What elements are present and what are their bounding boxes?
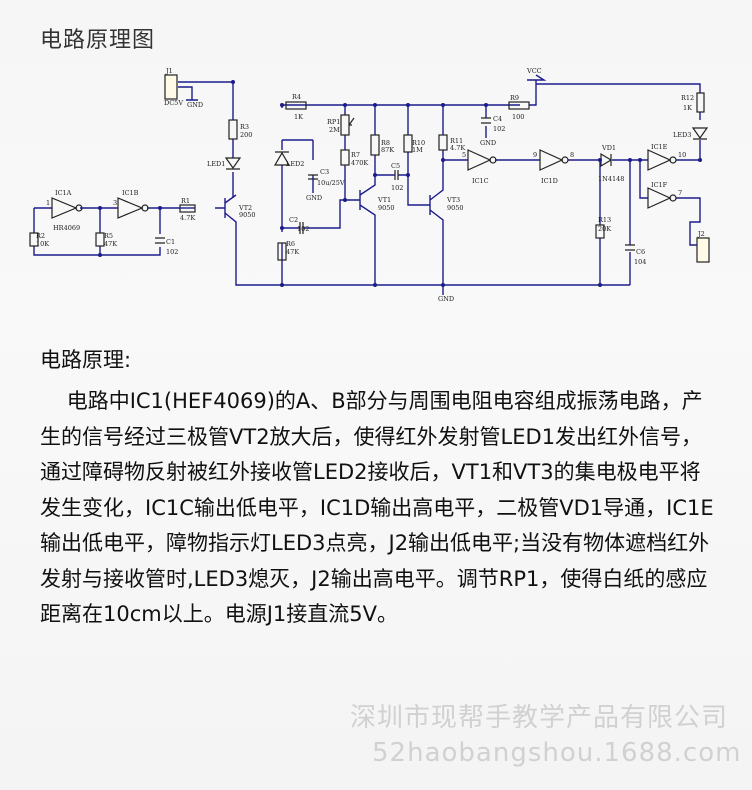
- label-r4: R4: [292, 93, 301, 101]
- label-r4-value: 1K: [294, 113, 303, 121]
- label-r10: R10: [412, 139, 425, 147]
- label-c5: C5: [391, 162, 400, 170]
- label-r3: R3: [240, 123, 249, 131]
- label-vt3-value: 9050: [447, 204, 464, 212]
- label-vt2: VT2: [238, 204, 252, 212]
- section-heading: 电路原理:: [40, 348, 132, 372]
- label-pin9: 9: [533, 151, 537, 159]
- label-vt1-value: 9050: [378, 204, 395, 212]
- label-r5: R5: [104, 232, 113, 240]
- label-r1-value: 4.7K: [180, 214, 195, 222]
- label-vt3: VT3: [446, 196, 460, 204]
- watermark-url: 52haobangshou.1688.com: [372, 738, 742, 768]
- label-c4: C4: [493, 115, 502, 123]
- label-r1: R1: [181, 197, 190, 205]
- watermark-company: 深圳市现帮手教学产品有限公司: [350, 703, 729, 733]
- label-led3: LED3: [673, 131, 691, 139]
- label-ic1f: IC1F: [651, 181, 668, 189]
- label-pin7: 7: [678, 189, 682, 197]
- label-r10-value: 1M: [412, 146, 423, 154]
- label-vd1-value: 1N4148: [598, 175, 624, 183]
- label-hr4069: HR4069: [53, 224, 80, 232]
- label-r13: R13: [598, 216, 611, 224]
- label-r5-value: 47K: [104, 240, 117, 248]
- label-ic1a: IC1A: [55, 189, 72, 197]
- label-gnd-c4: GND: [480, 139, 496, 147]
- label-ic1d: IC1D: [541, 177, 558, 185]
- label-r9-value: 100: [512, 113, 524, 121]
- label-r12: R12: [681, 94, 694, 102]
- label-vt1: VT1: [377, 196, 391, 204]
- label-r8: R8: [381, 139, 390, 147]
- label-r11: R11: [450, 137, 463, 145]
- label-pin8: 8: [570, 151, 574, 159]
- description-paragraph: 电路中IC1(HEF4069)的A、B部分与周围电阻电容组成振荡电路，产生的信号…: [40, 389, 714, 626]
- label-vt2-value: 9050: [239, 211, 256, 219]
- label-c6-value: 104: [634, 258, 646, 266]
- label-c6: C6: [636, 248, 645, 256]
- label-ic1c: IC1C: [472, 177, 489, 185]
- label-r9: R9: [510, 94, 519, 102]
- label-pin3: 3: [113, 199, 117, 207]
- label-vcc: VCC: [526, 67, 542, 75]
- label-r6: R6: [286, 240, 295, 248]
- label-pin1: 1: [46, 199, 50, 207]
- label-c3: C3: [320, 168, 329, 176]
- label-r7-value: 470K: [351, 159, 368, 167]
- label-r6-value: 47K: [286, 248, 299, 256]
- label-ic1e: IC1E: [651, 143, 668, 151]
- label-gnd-c3: GND: [306, 194, 322, 202]
- label-c3-value: 10u/25V: [317, 179, 345, 187]
- label-rp1: RP1: [327, 118, 340, 126]
- label-dc5v: DC5V: [164, 99, 183, 107]
- label-ic1b: IC1B: [122, 189, 139, 197]
- label-pin5: 5: [462, 151, 466, 159]
- label-gnd-j1: GND: [187, 101, 203, 109]
- circuit-schematic: J1 DC5V GND R3 200 LED1 R4 1K RP1 2M R7 …: [29, 67, 710, 303]
- label-r7: R7: [351, 151, 360, 159]
- label-j2: J2: [697, 230, 705, 238]
- label-r8-value: 87K: [381, 146, 394, 154]
- label-gnd-bottom: GND: [438, 295, 454, 303]
- label-r2: R2: [36, 232, 45, 240]
- label-j1: J1: [165, 67, 173, 75]
- page-title: 电路原理图: [40, 28, 156, 53]
- label-r11-value: 4.7K: [450, 144, 465, 152]
- label-c2-value: 102: [297, 225, 309, 233]
- label-c1-value: 102: [166, 248, 178, 256]
- label-c2: C2: [289, 216, 298, 224]
- label-led1: LED1: [207, 160, 225, 168]
- label-r3-value: 200: [240, 131, 252, 139]
- label-c1: C1: [166, 238, 175, 246]
- label-r12-value: 1K: [683, 104, 692, 112]
- label-led2: LED2: [286, 160, 304, 168]
- label-r13-value: 20K: [598, 225, 611, 233]
- label-c5-value: 102: [391, 184, 403, 192]
- label-c4-value: 102: [493, 125, 505, 133]
- label-pin10: 10: [678, 151, 686, 159]
- label-r2-value: 10K: [36, 240, 49, 248]
- label-vd1: VD1: [601, 144, 616, 152]
- label-rp1-value: 2M: [329, 126, 340, 134]
